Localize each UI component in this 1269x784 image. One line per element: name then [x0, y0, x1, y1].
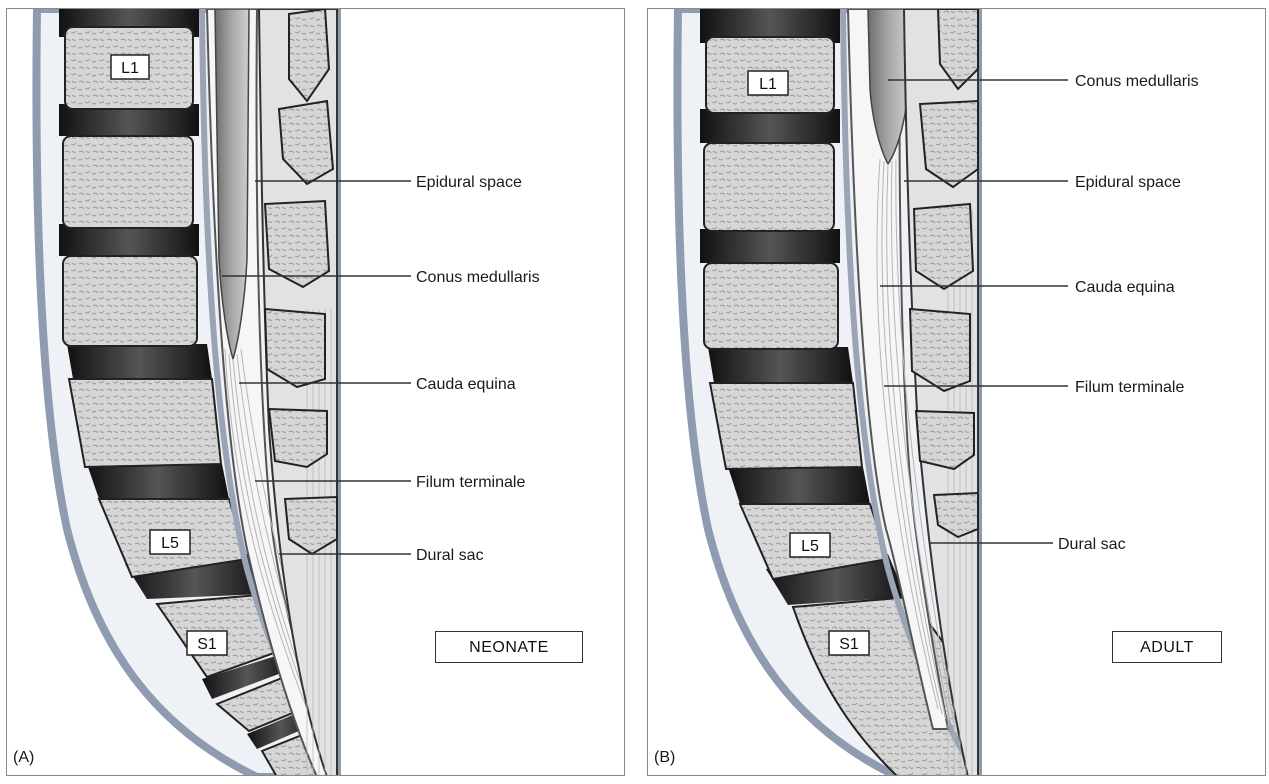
label-s1: S1: [839, 636, 859, 653]
callout-cauda-equina: Cauda equina: [1075, 279, 1175, 296]
stage-label-adult: ADULT: [1112, 631, 1222, 663]
callout-epidural-space: Epidural space: [416, 174, 522, 191]
callout-dural-sac: Dural sac: [1058, 536, 1126, 553]
label-l1: L1: [121, 60, 139, 77]
vertebra-label-l5: L5: [790, 533, 830, 557]
vertebra-label-l1: L1: [748, 71, 788, 95]
label-l5: L5: [801, 538, 819, 555]
panel-adult: L1 L5 S1 Conus medullaris Epidural space…: [647, 8, 1266, 776]
stage-label-neonate: NEONATE: [435, 631, 583, 663]
callout-conus-medullaris: Conus medullaris: [416, 269, 540, 286]
callout-filum-terminale: Filum terminale: [416, 474, 525, 491]
vertebra-label-l5: L5: [150, 530, 190, 554]
label-l1: L1: [759, 76, 777, 93]
panel-neonate: L1 L5 S1 Epidural space Conus medullaris…: [6, 8, 625, 776]
callout-conus-medullaris: Conus medullaris: [1075, 73, 1199, 90]
label-l5: L5: [161, 535, 179, 552]
vertebra-label-s1: S1: [187, 631, 227, 655]
vertebra-label-s1: S1: [829, 631, 869, 655]
vertebra-label-l1: L1: [111, 55, 149, 79]
callout-filum-terminale: Filum terminale: [1075, 379, 1184, 396]
label-s1: S1: [197, 636, 217, 653]
callout-dural-sac: Dural sac: [416, 547, 484, 564]
callout-epidural-space: Epidural space: [1075, 174, 1181, 191]
panel-letter-a: (A): [13, 749, 34, 767]
panel-letter-b: (B): [654, 749, 675, 767]
callout-cauda-equina: Cauda equina: [416, 376, 516, 393]
